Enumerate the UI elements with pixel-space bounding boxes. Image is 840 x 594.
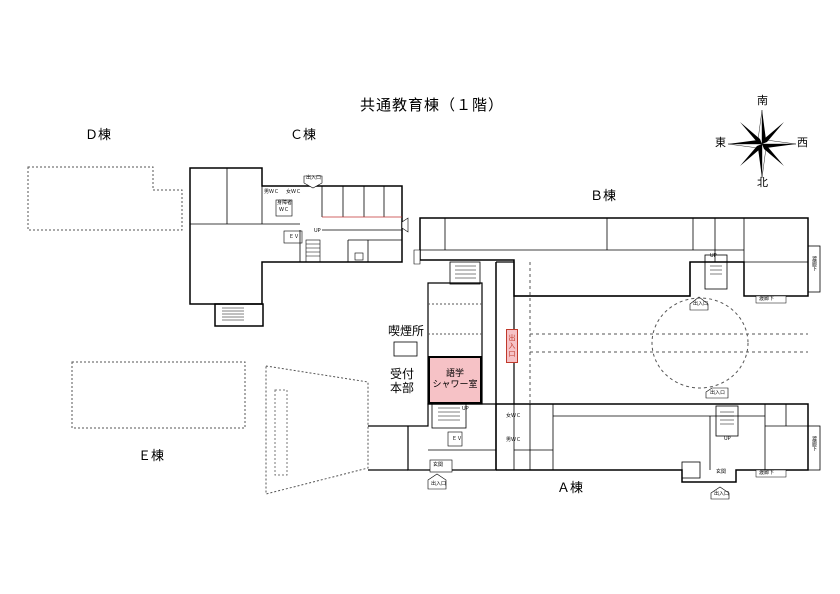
entrance-label-a-3: 出入ロ: [710, 390, 726, 396]
ev-label-a: ＥＶ: [452, 436, 463, 442]
exit-char-2: 入: [508, 341, 516, 350]
up-label-c: UP: [314, 228, 321, 234]
up-label-a: UP: [462, 406, 469, 412]
page-title: 共通教育棟（１階）: [360, 96, 505, 114]
womens-wc-label-c: 女ＷＣ: [286, 189, 302, 195]
building-e-label: Ｅ棟: [138, 449, 165, 464]
exit-char-3: 口: [508, 350, 516, 359]
genkan-label-1: 玄関: [433, 462, 444, 468]
building-c-label: Ｃ棟: [290, 128, 317, 143]
exit-char-1: 出: [508, 333, 516, 342]
building-c-outline: [189, 167, 403, 305]
compass-west-label: 西: [797, 136, 808, 149]
language-shower-room[interactable]: 語学 シャワー室: [428, 356, 482, 404]
mens-wc-label-a: 男ＷＣ: [506, 437, 522, 443]
c-entrance-marker: [303, 175, 323, 189]
mens-wc-label-c: 男ＷＣ: [264, 189, 280, 195]
hall-inner: [274, 389, 288, 476]
courtyard-outline: [496, 261, 691, 297]
hall-outline: [265, 365, 369, 495]
building-d-label: Ｄ棟: [85, 128, 112, 143]
building-d-outline: [27, 166, 183, 231]
stairs-c-south: [214, 303, 264, 327]
up-label-b: UP: [710, 253, 717, 259]
building-b-label: Ｂ棟: [590, 189, 617, 204]
reception-label: 受付: [390, 367, 415, 381]
corridor-label-b-vertical: 渡廊下: [811, 256, 817, 271]
womens-wc-label-a: 女ＷＣ: [506, 413, 522, 419]
corridor-label-b: 渡廊下: [759, 296, 775, 302]
up-label-a-east: UP: [724, 436, 731, 442]
headquarters-label: 本部: [390, 381, 415, 395]
building-a-label: Ａ棟: [557, 481, 584, 496]
exit-marker-red[interactable]: 出 入 口: [506, 329, 518, 363]
compass-rose: [727, 109, 797, 179]
compass-south-label: 南: [757, 94, 768, 107]
entrance-label-a-1: 出入口: [431, 481, 447, 487]
corridor-label-a-vertical: 渡廊下: [811, 436, 817, 451]
roundabout: [651, 297, 749, 389]
smoking-area-box: [393, 341, 418, 357]
accessible-wc-label-2: ＷＣ: [279, 207, 290, 213]
entrance-label-c: 出入口: [306, 175, 322, 181]
genkan-label-2: 玄関: [716, 469, 727, 475]
entrance-label-a-2: 出入口: [714, 491, 730, 497]
smoking-area-label: 喫煙所: [388, 324, 425, 338]
building-a-outline: [495, 262, 809, 483]
entrance-label-b: 出入口: [693, 301, 709, 307]
compass-north-label: 北: [757, 176, 768, 189]
language-shower-label-1: 語学: [445, 368, 464, 379]
building-e-outline: [71, 361, 246, 429]
accessible-wc-label-1: 身障者: [277, 200, 293, 206]
corridor-label-a: 渡廊下: [759, 470, 775, 476]
language-shower-label-2: シャワー室: [432, 380, 478, 390]
compass-east-label: 東: [715, 136, 726, 149]
ev-label-c: ＥＶ: [289, 234, 300, 240]
